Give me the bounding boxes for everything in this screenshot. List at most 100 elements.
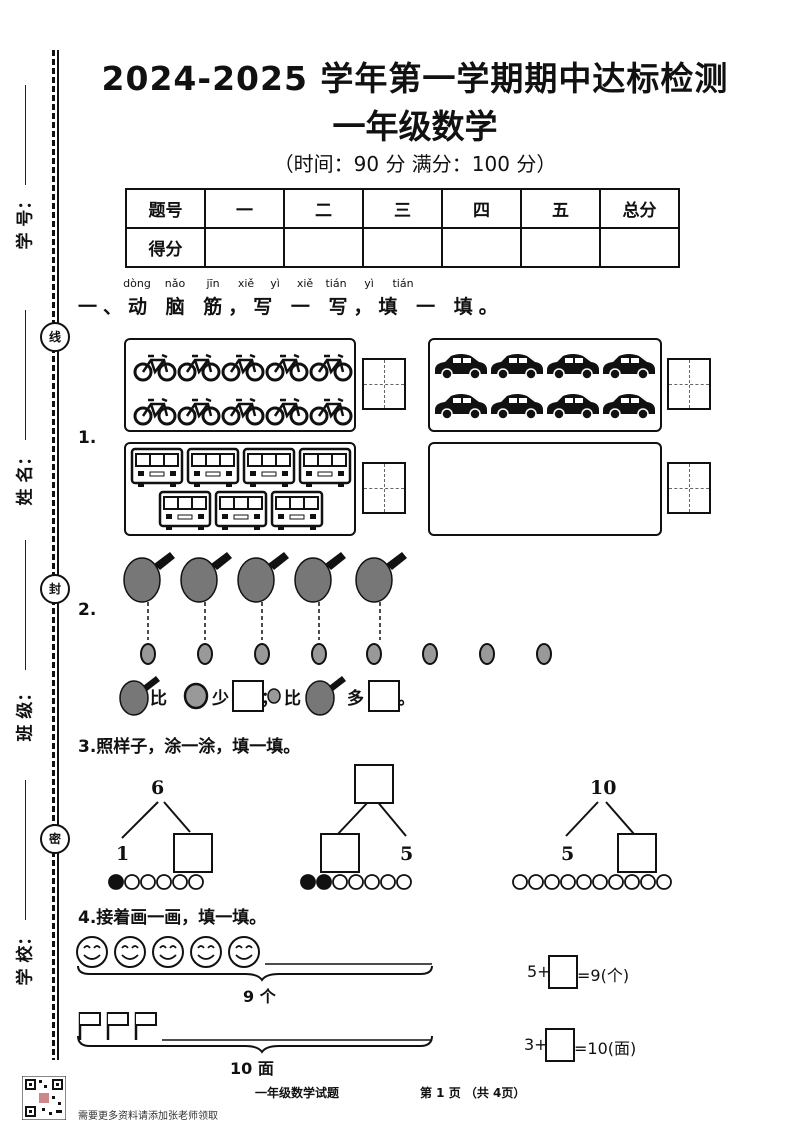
score-input-cell[interactable]	[283, 227, 364, 268]
draw-box[interactable]	[428, 442, 662, 536]
bicycle-icon	[177, 397, 221, 426]
q2-answer-box-2[interactable]	[368, 680, 400, 712]
counter-circle	[188, 874, 204, 890]
bond1-top: 6	[151, 777, 165, 799]
seal-secret: 密	[40, 824, 70, 854]
q2-text-bi2: 比	[284, 689, 301, 709]
smiley-icon	[190, 936, 222, 968]
page-number: 第 1 页 （共 4页）	[420, 1086, 526, 1100]
counter-circle	[560, 874, 576, 890]
eq1-answer-box[interactable]	[548, 955, 578, 989]
pinyin: tián	[325, 277, 347, 290]
score-input-cell[interactable]	[441, 227, 522, 268]
buses-box	[124, 442, 356, 536]
counter-circle	[348, 874, 364, 890]
eq1-left: 5+	[527, 962, 551, 981]
q2-text-period: 。	[398, 689, 415, 709]
paddle-icon	[123, 552, 175, 640]
seal-line: 线	[40, 322, 70, 352]
bond3-top: 10	[590, 777, 617, 799]
bicycle-icon	[265, 397, 309, 426]
class-rule	[25, 540, 26, 670]
q1-number: 1.	[78, 428, 97, 448]
score-table-header-row: 题号 一 二 三 四 五 总分	[125, 188, 680, 229]
bond1-left: 1	[116, 843, 130, 865]
answer-grid-bicycles[interactable]	[362, 358, 406, 410]
score-input-cell[interactable]	[520, 227, 601, 268]
counter-circle	[140, 874, 156, 890]
car-icon	[603, 394, 655, 420]
counter-circle	[364, 874, 380, 890]
table-cell: 五	[520, 188, 601, 229]
ball-icon	[311, 643, 327, 665]
counter-circle	[380, 874, 396, 890]
score-input-cell[interactable]	[204, 227, 285, 268]
smiley-icon	[114, 936, 146, 968]
smiley-icon	[228, 936, 260, 968]
counter-circle	[544, 874, 560, 890]
number-bond-figure	[108, 799, 672, 890]
ball-icon	[366, 643, 382, 665]
score-input-cell[interactable]	[599, 227, 680, 268]
table-cell: 三	[362, 188, 443, 229]
car-icon	[491, 354, 543, 380]
bicycle-icon	[265, 353, 309, 382]
bond2-left-answer-box[interactable]	[320, 833, 360, 873]
answer-grid-buses[interactable]	[362, 462, 406, 514]
counter-circle	[608, 874, 624, 890]
paddle-ball-figure	[119, 552, 552, 716]
q4-drawing-figure	[76, 936, 433, 1054]
q3-title: 3.照样子，涂一涂，填一填。	[78, 737, 301, 757]
bus-icon	[214, 490, 268, 530]
counter-circle	[156, 874, 172, 890]
counter-circle	[332, 874, 348, 890]
pinyin: nǎo	[164, 277, 186, 290]
page-subtitle: 一年级数学	[332, 107, 498, 146]
counter-circle	[396, 874, 412, 890]
ball-icon	[183, 682, 209, 710]
score-table-score-row: 得分	[125, 227, 680, 268]
car-icon	[547, 394, 599, 420]
bond2-top-answer-box[interactable]	[354, 764, 394, 804]
eq2-answer-box[interactable]	[545, 1028, 575, 1062]
paddle-icon	[305, 676, 346, 716]
pinyin: tián	[392, 277, 414, 290]
score-input-cell[interactable]	[362, 227, 443, 268]
pinyin: dòng	[123, 277, 151, 290]
bus-icon	[270, 490, 324, 530]
q2-answer-box-1[interactable]	[232, 680, 264, 712]
bond1-answer-box[interactable]	[173, 833, 213, 873]
flag-icon	[134, 1012, 157, 1040]
q2-number: 2.	[78, 600, 97, 620]
footer-title: 一年级数学试题	[255, 1086, 340, 1100]
bond3-left: 5	[561, 843, 575, 865]
eq1-right: =9(个)	[577, 966, 630, 985]
binding-line	[52, 50, 55, 1060]
ball-icon	[197, 643, 213, 665]
student-name-label: 姓 名：	[15, 448, 36, 506]
paddle-icon	[294, 552, 346, 640]
table-cell: 四	[441, 188, 522, 229]
ball-icon	[479, 643, 495, 665]
car-icon	[435, 394, 487, 420]
paddle-icon	[180, 552, 232, 640]
smiley-icon	[152, 936, 184, 968]
counter-circle	[108, 874, 124, 890]
bicycle-icon	[133, 353, 177, 382]
time-info: （时间：90 分 满分：100 分）	[273, 152, 557, 176]
counter-circle	[640, 874, 656, 890]
paddle-icon	[237, 552, 289, 640]
answer-grid-cars[interactable]	[667, 358, 711, 410]
pinyin: xiě	[237, 277, 255, 290]
ball-icon	[422, 643, 438, 665]
name-rule	[25, 310, 26, 440]
eq2-right: =10(面)	[574, 1039, 637, 1058]
q4-title: 4.接着画一画，填一填。	[78, 908, 267, 928]
q2-text-bi1: 比	[150, 689, 167, 709]
student-id-rule	[25, 85, 26, 185]
bus-icon	[130, 447, 184, 487]
binding-line-solid	[57, 50, 59, 1060]
bond3-answer-box[interactable]	[617, 833, 657, 873]
answer-grid-draw[interactable]	[667, 462, 711, 514]
counter-circle	[124, 874, 140, 890]
